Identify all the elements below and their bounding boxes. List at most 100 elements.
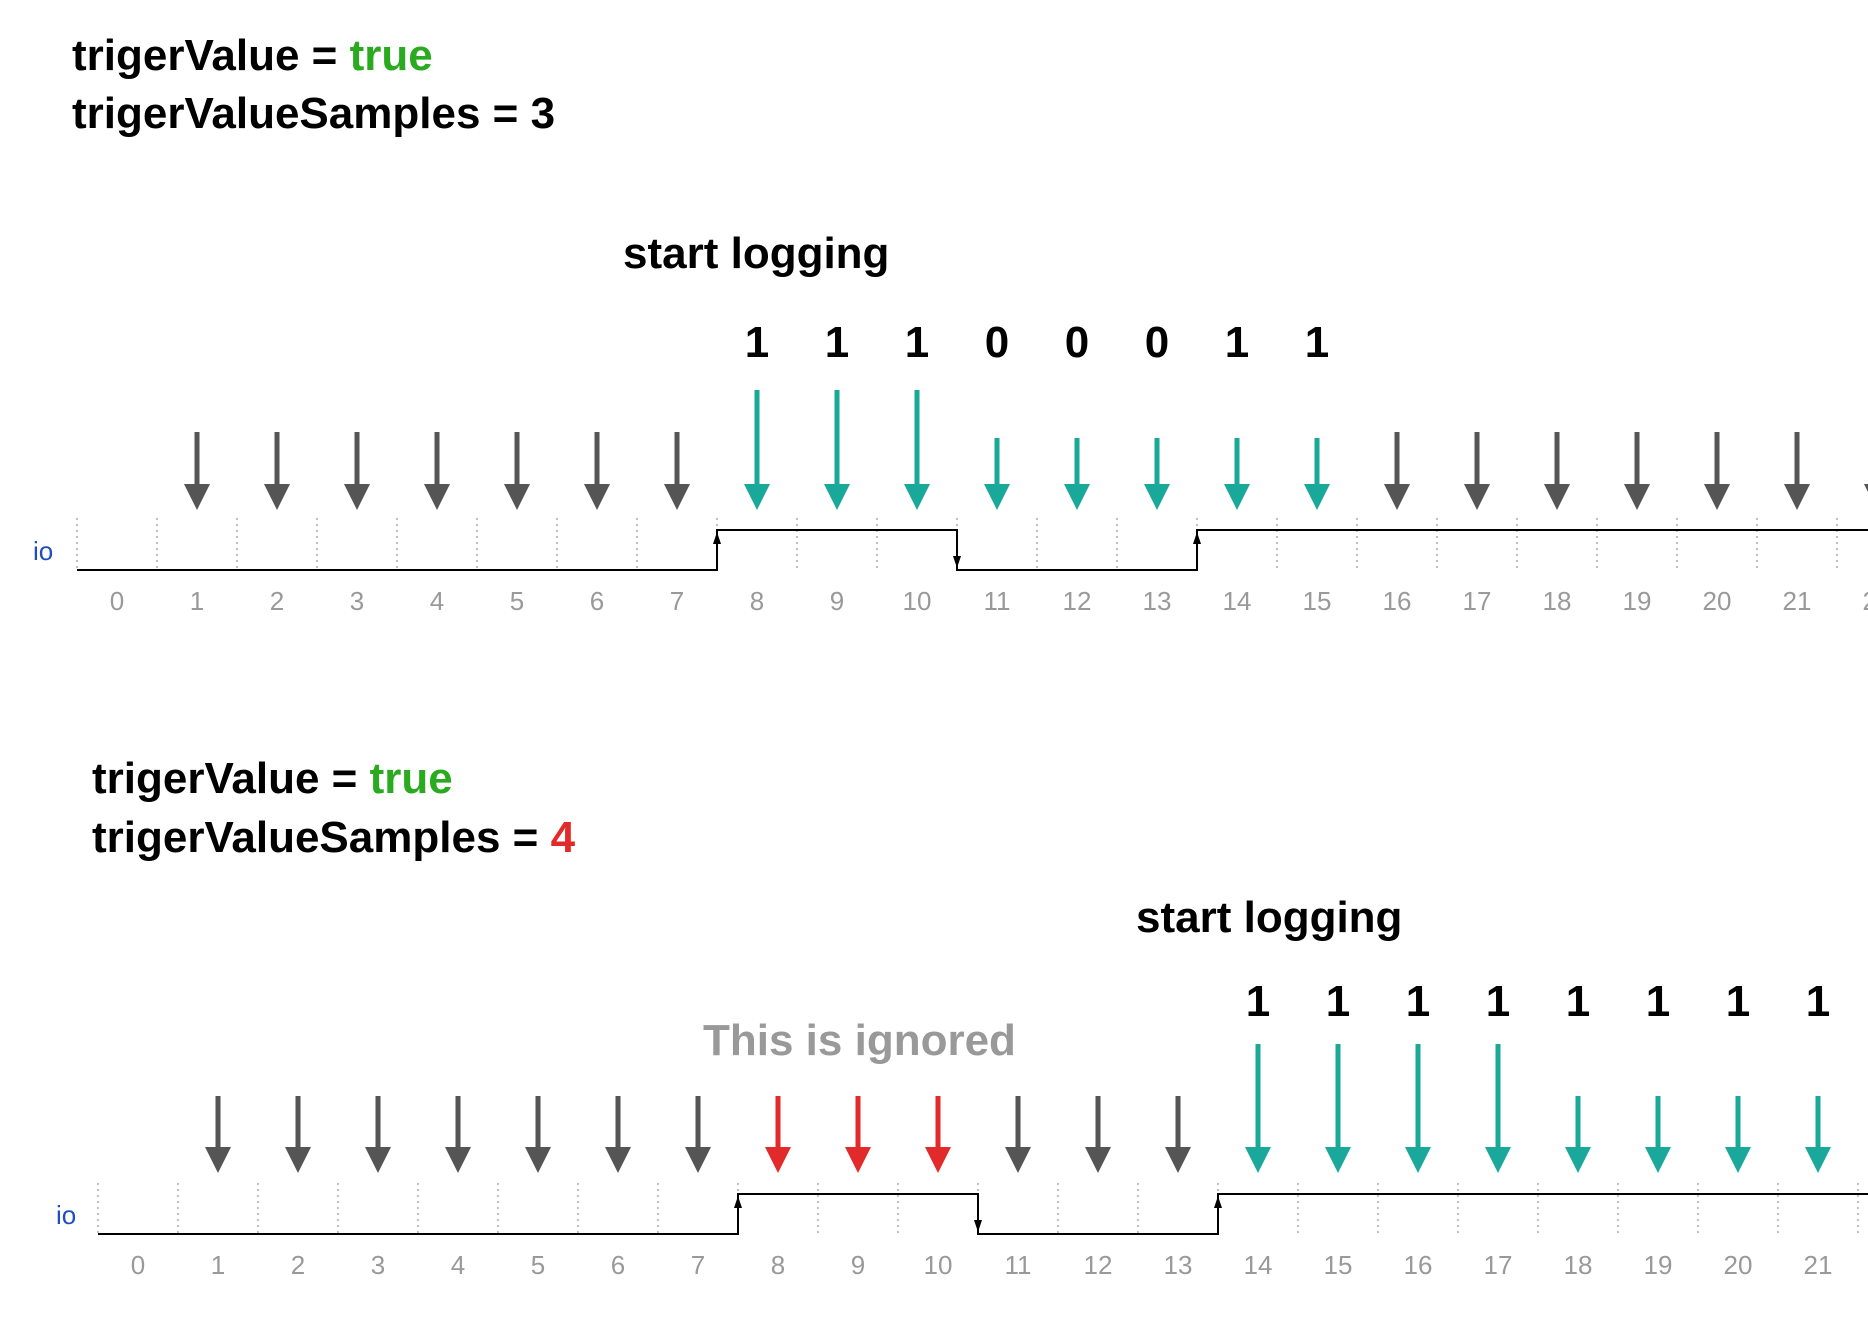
diagram-2: trigerValue = true trigerValueSamples = …	[56, 754, 1868, 1280]
tick-label: 4	[451, 1250, 465, 1280]
sample-arrow-teal-long	[1405, 1044, 1431, 1173]
sample-arrow-gray	[685, 1096, 711, 1173]
sample-arrow-gray	[1864, 484, 1868, 492]
tick-label: 16	[1404, 1250, 1433, 1280]
sample-arrow-gray	[1165, 1096, 1191, 1173]
falling-edge-arrow	[974, 1220, 982, 1232]
sample-bit: 1	[1305, 318, 1329, 367]
tick-label: 5	[531, 1250, 545, 1280]
sample-arrow-gray	[184, 432, 210, 510]
tick-label: 8	[771, 1250, 785, 1280]
tick-label: 22	[1863, 586, 1868, 616]
tick-label: 1	[211, 1250, 225, 1280]
sample-arrow-teal	[1645, 1096, 1671, 1173]
sample-bit: 1	[1806, 977, 1830, 1026]
tick-label: 19	[1644, 1250, 1673, 1280]
sample-bit: 1	[1246, 977, 1270, 1026]
sample-bit: 0	[1065, 318, 1089, 367]
io-waveform	[77, 529, 1868, 571]
sample-arrow-teal	[1224, 438, 1250, 510]
tick-label: 2	[291, 1250, 305, 1280]
tick-label: 20	[1703, 586, 1732, 616]
io-label-2: io	[56, 1200, 76, 1230]
sample-arrow-gray	[445, 1096, 471, 1173]
sample-arrow-gray	[205, 1096, 231, 1173]
start-logging-label-1: start logging	[623, 229, 889, 278]
config-line-triger-value-samples-1: trigerValueSamples = 3	[72, 89, 555, 138]
tick-label: 21	[1783, 586, 1812, 616]
sample-bit: 0	[1145, 318, 1169, 367]
sample-arrow-teal	[1565, 1096, 1591, 1173]
io-signal-2	[98, 1193, 1868, 1235]
tick-label: 19	[1623, 586, 1652, 616]
tick-label: 0	[110, 586, 124, 616]
sample-bit: 1	[1326, 977, 1350, 1026]
tick-label: 12	[1063, 586, 1092, 616]
tick-label: 8	[750, 586, 764, 616]
sample-arrows-2	[205, 1044, 1831, 1173]
config-line-triger-value-samples-2: trigerValueSamples = 4	[92, 813, 576, 862]
tick-label: 13	[1143, 586, 1172, 616]
start-logging-label-2: start logging	[1136, 893, 1402, 942]
sample-arrow-gray	[1085, 1096, 1111, 1173]
sample-arrow-teal-long	[824, 390, 850, 510]
sample-bit: 1	[905, 318, 929, 367]
sample-arrow-gray	[1704, 432, 1730, 510]
ignored-label: This is ignored	[703, 1016, 1016, 1065]
sample-arrow-gray	[285, 1096, 311, 1173]
tick-label: 15	[1324, 1250, 1353, 1280]
sample-arrow-gray	[344, 432, 370, 510]
tick-label: 17	[1484, 1250, 1513, 1280]
sample-arrow-gray	[424, 432, 450, 510]
sample-arrow-gray	[1005, 1096, 1031, 1173]
sample-arrow-teal-long	[1325, 1044, 1351, 1173]
rising-edge-arrow	[1214, 1196, 1222, 1208]
config-line-triger-value-2: trigerValue = true	[92, 754, 453, 803]
tick-labels-1: 012345678910111213141516171819202122	[110, 586, 1868, 616]
sample-bit: 1	[1726, 977, 1750, 1026]
tick-label: 13	[1164, 1250, 1193, 1280]
tick-label: 9	[851, 1250, 865, 1280]
tick-label: 0	[131, 1250, 145, 1280]
tick-label: 5	[510, 586, 524, 616]
sample-arrow-teal	[1725, 1096, 1751, 1173]
sample-arrow-gray	[664, 432, 690, 510]
sample-arrow-teal	[1805, 1096, 1831, 1173]
sample-arrow-teal-long	[1245, 1044, 1271, 1173]
tick-label: 11	[984, 586, 1011, 616]
sample-arrow-gray	[365, 1096, 391, 1173]
tick-label: 21	[1804, 1250, 1833, 1280]
sample-arrow-gray	[1464, 432, 1490, 510]
config-line-triger-value-1: trigerValue = true	[72, 31, 433, 80]
io-label-1: io	[33, 536, 53, 566]
tick-label: 4	[430, 586, 444, 616]
sample-arrow-teal-long	[1485, 1044, 1511, 1173]
tick-label: 14	[1223, 586, 1252, 616]
sample-arrow-teal-long	[744, 390, 770, 510]
sample-arrow-gray	[605, 1096, 631, 1173]
tick-label: 11	[1005, 1250, 1032, 1280]
sample-bit: 0	[985, 318, 1009, 367]
tick-label: 18	[1543, 586, 1572, 616]
tick-label: 20	[1724, 1250, 1753, 1280]
falling-edge-arrow	[953, 556, 961, 568]
rising-edge-arrow	[1193, 532, 1201, 544]
sample-arrow-red	[925, 1096, 951, 1173]
sample-bit: 1	[1646, 977, 1670, 1026]
rising-edge-arrow	[734, 1196, 742, 1208]
sample-bit: 1	[1406, 977, 1430, 1026]
sample-bit: 1	[1486, 977, 1510, 1026]
tick-label: 3	[350, 586, 364, 616]
sample-arrow-teal-long	[904, 390, 930, 510]
tick-label: 7	[670, 586, 684, 616]
sample-arrow-teal	[1144, 438, 1170, 510]
sample-arrows-1	[184, 390, 1868, 510]
sample-bit: 1	[745, 318, 769, 367]
tick-label: 16	[1383, 586, 1412, 616]
sample-arrow-gray	[1544, 432, 1570, 510]
sample-arrow-red	[845, 1096, 871, 1173]
sample-arrow-gray	[504, 432, 530, 510]
tick-label: 9	[830, 586, 844, 616]
